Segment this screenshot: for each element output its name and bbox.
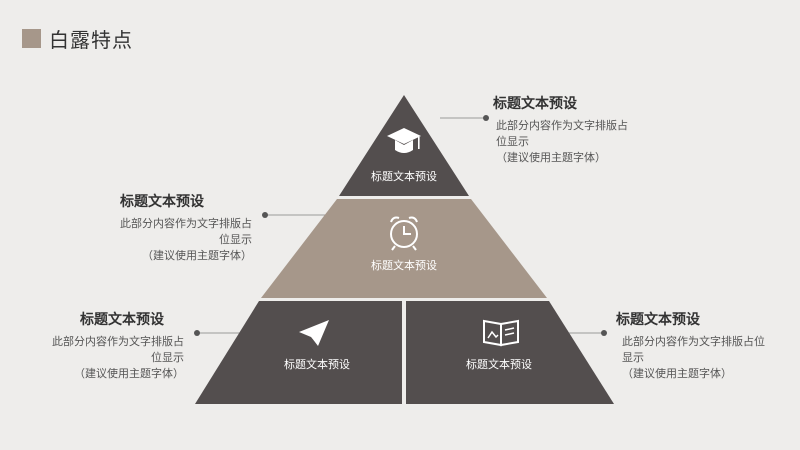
- callout-body: 此部分内容作为文字排版占位 显示 （建议使用主题字体）: [622, 335, 765, 380]
- alarm-clock-icon: [390, 216, 418, 251]
- callout-heading: 标题文本预设: [80, 312, 164, 328]
- slide-header: 白露特点: [22, 24, 133, 53]
- title-accent-square: [22, 29, 41, 48]
- callout-heading: 标题文本预设: [616, 312, 700, 328]
- connector-dot-middle: [262, 212, 268, 218]
- connector-dot-bottom-left: [194, 330, 200, 336]
- pyramid-middle-segment: [261, 199, 547, 298]
- pyramid-bottom-right-label: 标题文本预设: [466, 357, 532, 371]
- slide-title: 白露特点: [49, 28, 133, 52]
- graduation-cap-icon: [387, 128, 421, 153]
- pyramid-bottom-left-label: 标题文本预设: [284, 357, 350, 371]
- connector-dot-bottom-right: [601, 330, 607, 336]
- callout-heading: 标题文本预设: [493, 96, 577, 112]
- callout-bottom-left: 标题文本预设 此部分内容作为文字排版占 位显示 （建议使用主题字体）: [14, 312, 184, 382]
- pyramid-top-label: 标题文本预设: [371, 169, 437, 183]
- callout-body: 此部分内容作为文字排版占 位显示 （建议使用主题字体）: [52, 335, 184, 380]
- callout-body: 此部分内容作为文字排版占 位显示 （建议使用主题字体）: [120, 217, 252, 262]
- callout-body: 此部分内容作为文字排版占 位显示 （建议使用主题字体）: [496, 119, 628, 164]
- connector-dots: [194, 115, 607, 336]
- callout-middle-left: 标题文本预设 此部分内容作为文字排版占 位显示 （建议使用主题字体）: [40, 194, 252, 264]
- pyramid-bottom-right-segment: [406, 301, 614, 404]
- callout-top-right: 标题文本预设 此部分内容作为文字排版占 位显示 （建议使用主题字体）: [493, 96, 666, 166]
- connector-dot-top: [483, 115, 489, 121]
- open-book-icon: [483, 319, 519, 347]
- paper-plane-icon: [299, 320, 329, 346]
- callout-heading: 标题文本预设: [120, 194, 204, 210]
- pyramid-bottom-left-segment: [195, 301, 402, 404]
- pyramid-middle-label: 标题文本预设: [371, 258, 437, 272]
- callout-bottom-right: 标题文本预设 此部分内容作为文字排版占位 显示 （建议使用主题字体）: [616, 312, 792, 382]
